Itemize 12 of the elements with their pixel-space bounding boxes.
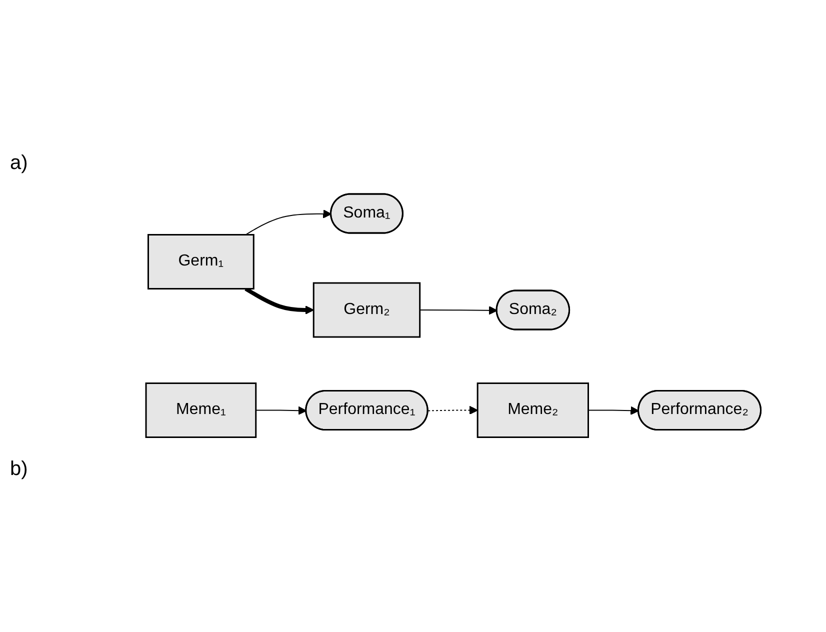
arrow [244,210,332,236]
arrow [244,287,314,315]
arrow [418,306,498,316]
node-box: Meme₂ [476,382,589,438]
node-box: Meme₁ [144,382,256,438]
panel-label: a) [10,152,29,174]
panel-label: b) [10,458,29,480]
node-box: Germ₁ [147,234,254,290]
node-box: Germ₂ [312,282,420,338]
arrow [254,406,306,416]
arrow [587,406,639,416]
arrow [427,406,478,415]
